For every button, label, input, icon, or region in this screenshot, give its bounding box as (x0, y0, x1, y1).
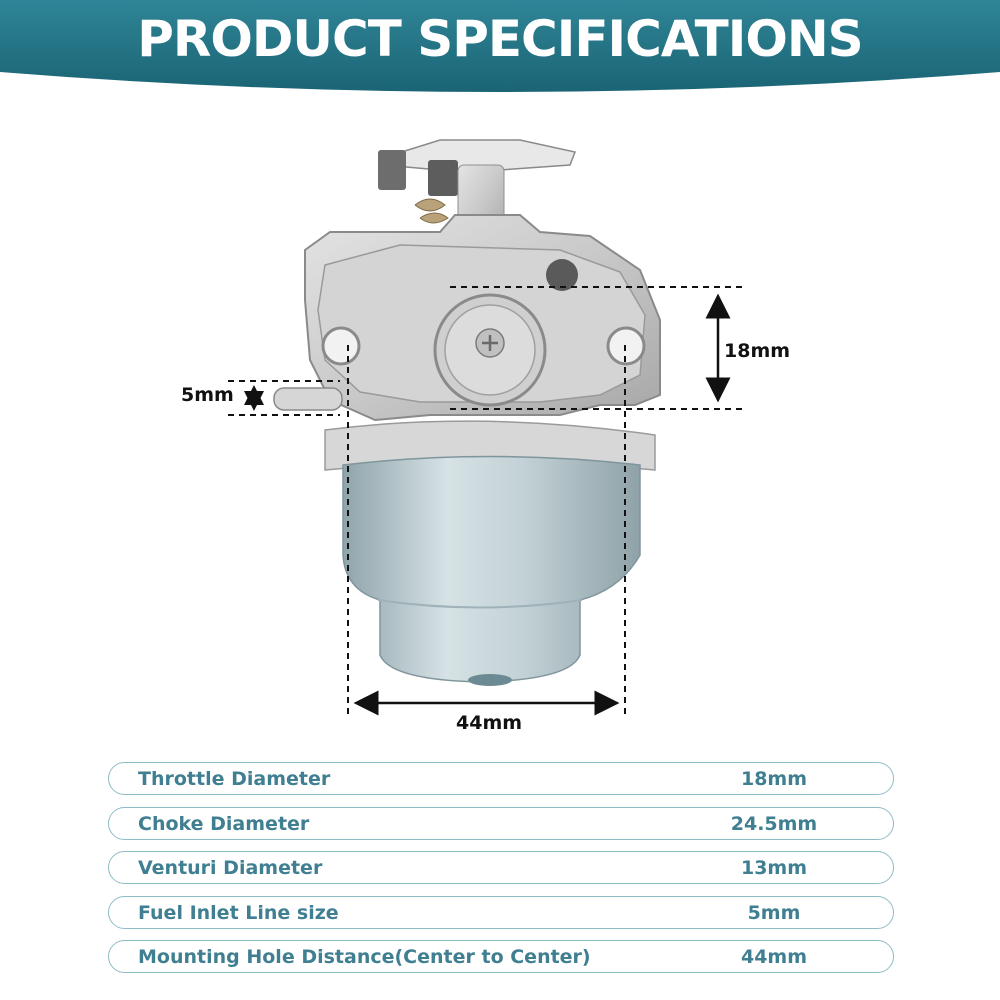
spec-row-throttle: Throttle Diameter 18mm (108, 762, 894, 795)
spec-label: Venturi Diameter (138, 857, 323, 879)
banner-shape (0, 0, 1000, 92)
mounting-dimension-label: 44mm (456, 712, 523, 734)
spec-label: Choke Diameter (138, 812, 310, 835)
spec-value: 13mm (740, 857, 808, 879)
throttle-dimension (450, 286, 745, 410)
spec-row-venturi: Venturi Diameter 13mm (108, 851, 894, 884)
spec-value: 5mm (747, 901, 801, 924)
spec-value: 18mm (740, 768, 808, 790)
throttle-lever (378, 139, 577, 246)
spec-label: Fuel Inlet Line size (138, 901, 339, 924)
mounting-dimension (347, 345, 626, 716)
spec-value: 44mm (740, 946, 808, 968)
fuel-inlet-dimension (228, 380, 340, 416)
spec-row-fuel-inlet: Fuel Inlet Line size 5mm (108, 895, 894, 929)
spec-label: Throttle Diameter (138, 768, 331, 790)
spec-value: 24.5mm (730, 812, 818, 835)
carburetor-body (273, 214, 661, 471)
page-title: PRODUCT SPECIFICATIONS (137, 10, 863, 68)
spec-row-mounting: Mounting Hole Distance(Center to Center)… (108, 940, 894, 973)
fuel-inlet-dimension-label: 5mm (181, 384, 234, 406)
throttle-dimension-label: 18mm (724, 340, 791, 362)
spec-row-choke: Choke Diameter 24.5mm (108, 806, 894, 840)
product-figure: 18mm 5mm 44mm (0, 100, 1000, 750)
fuel-bowl (342, 455, 641, 686)
header-banner: PRODUCT SPECIFICATIONS (0, 0, 1000, 100)
spec-label: Mounting Hole Distance(Center to Center) (138, 946, 591, 968)
carburetor-illustration (228, 139, 745, 716)
spec-table: Throttle Diameter 18mm Choke Diameter 24… (108, 762, 894, 985)
